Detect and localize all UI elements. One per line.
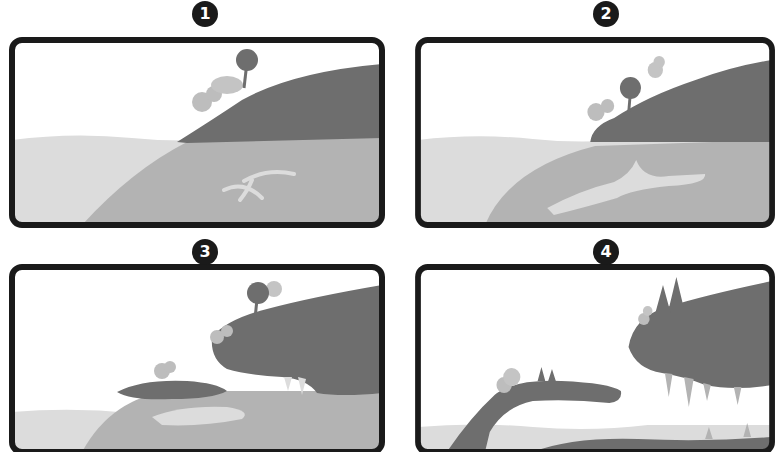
callout-number: 3 <box>192 239 218 265</box>
callout-number: 4 <box>593 239 619 265</box>
callout-number: 2 <box>593 1 619 27</box>
callout-number: 1 <box>192 1 218 27</box>
